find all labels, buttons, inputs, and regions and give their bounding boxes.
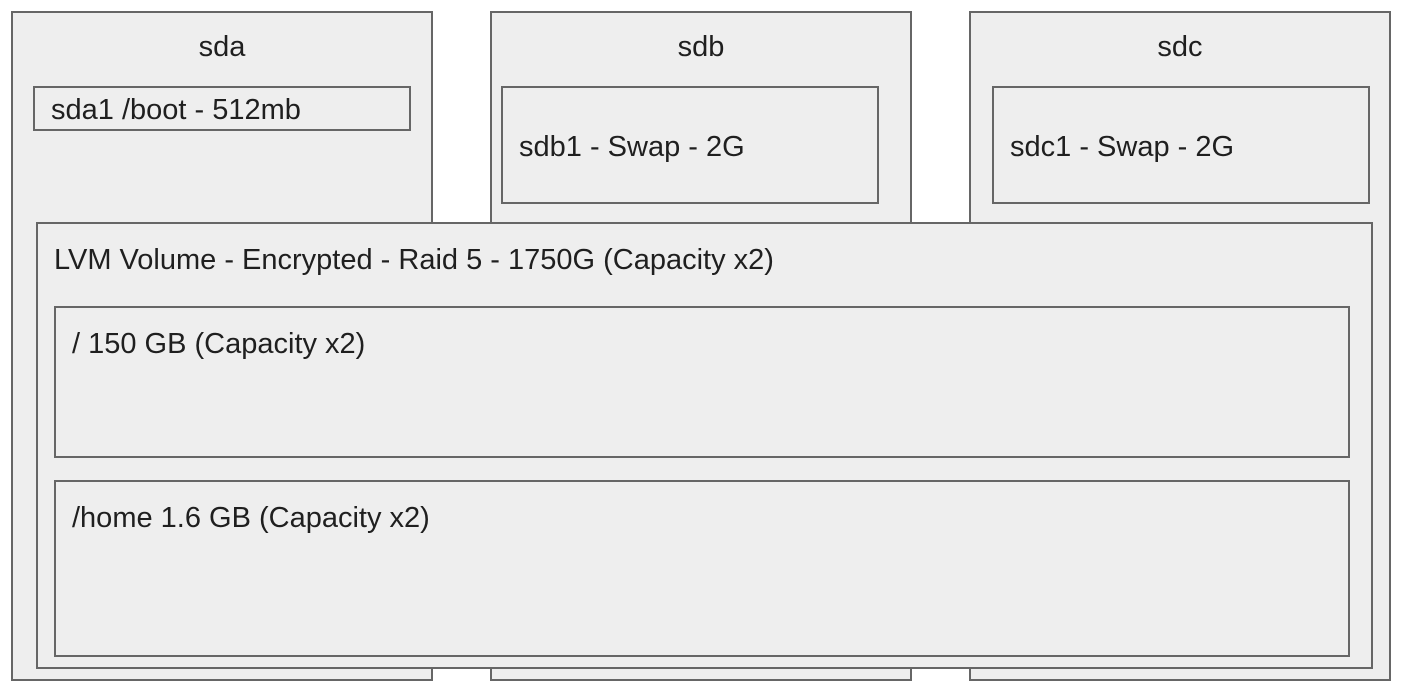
partition-sdb1: sdb1 - Swap - 2G: [501, 86, 879, 204]
logical-volume-home: /home 1.6 GB (Capacity x2): [54, 480, 1350, 657]
disk-sdb-title: sdb: [677, 31, 725, 63]
partition-sda1-label: sda1 /boot - 512mb: [51, 94, 301, 126]
lvm-volume: LVM Volume - Encrypted - Raid 5 - 1750G …: [36, 222, 1373, 669]
partition-sdc1: sdc1 - Swap - 2G: [992, 86, 1370, 204]
logical-volume-root: / 150 GB (Capacity x2): [54, 306, 1350, 458]
logical-volume-root-label: / 150 GB (Capacity x2): [72, 328, 366, 360]
disk-sdc-title: sdc: [1157, 31, 1203, 63]
partition-sdb1-label: sdb1 - Swap - 2G: [519, 131, 745, 163]
partition-sdc1-label: sdc1 - Swap - 2G: [1010, 131, 1235, 163]
logical-volume-home-label: /home 1.6 GB (Capacity x2): [72, 502, 430, 534]
partition-sda1: sda1 /boot - 512mb: [33, 86, 411, 131]
disk-sda-title: sda: [198, 31, 246, 63]
lvm-volume-title: LVM Volume - Encrypted - Raid 5 - 1750G …: [54, 244, 774, 276]
